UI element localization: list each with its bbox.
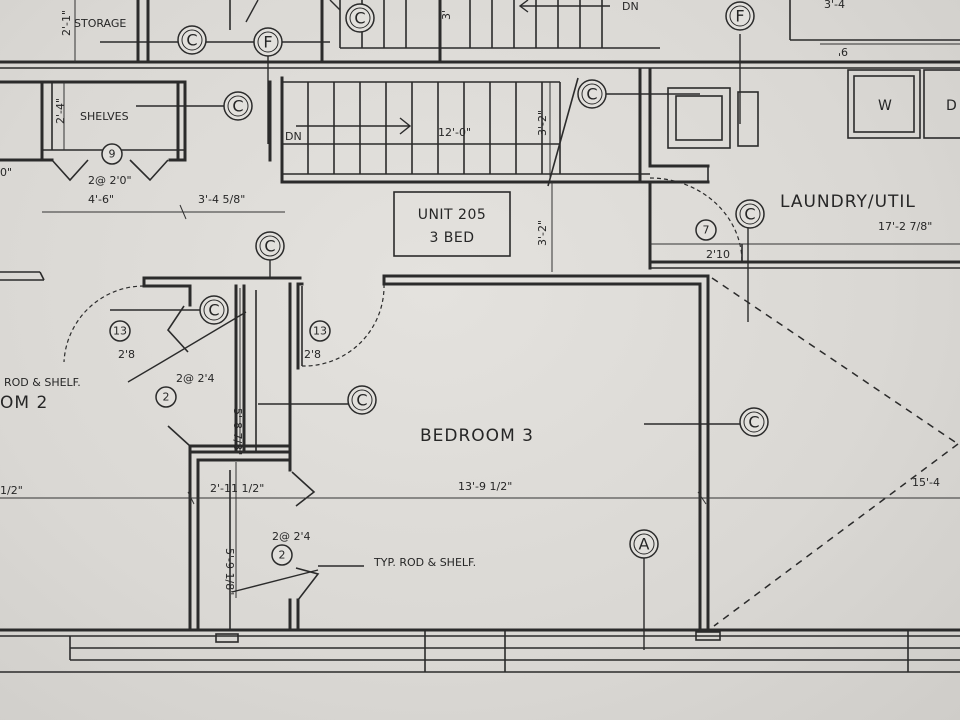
dim-door-closet2: 2@ 2'4	[272, 530, 311, 543]
dim-right-small: 9'	[838, 45, 848, 58]
tag-c-top: C	[345, 3, 375, 33]
room-name-laundry: LAUNDRY/UTIL	[780, 192, 916, 212]
svg-text:C: C	[354, 9, 365, 28]
dim-closet-vertical: 5'-8 7/8"	[231, 408, 244, 455]
svg-text:A: A	[639, 535, 650, 554]
leader-lines	[100, 0, 749, 650]
dim-closet-lower-vertical: 5'-9 1/8"	[223, 548, 236, 595]
dim-shelves-width: 4'-6"	[88, 193, 114, 206]
svg-text:13: 13	[313, 325, 327, 338]
rod-shelf-note: ROD & SHELF.	[4, 376, 81, 389]
tag-f-left: F	[253, 27, 283, 57]
dim-left-edge: 0"	[0, 166, 12, 179]
laundry-walls	[648, 177, 960, 270]
svg-text:7: 7	[703, 224, 710, 237]
dim-top-partial: 3'	[440, 10, 453, 20]
dimension-lines	[0, 0, 960, 598]
dim-closet-upper: 3'-4 5/8"	[198, 193, 245, 206]
washer-label: W	[878, 98, 892, 114]
bottom-wall-band	[0, 628, 960, 673]
svg-text:C: C	[264, 237, 275, 256]
dim-door-closet1: 2@ 2'4	[176, 372, 215, 385]
dim-door-7: 2'10	[706, 248, 730, 261]
tag-c-laundry: C	[735, 199, 765, 229]
tag-c-closet-left: C	[199, 295, 229, 325]
door-tag-7: 7	[695, 219, 717, 241]
dim-door-13-right: 2'8	[304, 348, 321, 361]
top-stair	[339, 0, 660, 49]
dim-right-partial: 15'-4	[912, 476, 940, 489]
main-stair	[280, 68, 710, 187]
door-tag-9: 9	[101, 143, 123, 165]
svg-text:13: 13	[113, 325, 127, 338]
dim-laundry-width: 17'-2 7/8"	[878, 220, 932, 233]
svg-text:C: C	[186, 31, 197, 50]
unit-bed-count: 3 BED	[429, 230, 474, 246]
dim-bedroom-width: 13'-9 1/2"	[458, 480, 512, 493]
dim-storage-height: 2'-1"	[60, 10, 73, 36]
top-wall-band	[0, 0, 960, 69]
dim-door-shelves: 2@ 2'0"	[88, 174, 132, 187]
dim-stair-run: 12'-0"	[438, 126, 471, 139]
top-stair-dn-label: DN	[622, 0, 639, 13]
dim-shelves-height: 2'-4"	[54, 98, 67, 124]
door-tag-2-lower: 2	[271, 544, 293, 566]
tag-c-stair: C	[577, 79, 607, 109]
door-tag-13-right: 13	[309, 320, 331, 342]
svg-text:2: 2	[163, 391, 170, 404]
shelves-label: SHELVES	[80, 110, 129, 123]
svg-text:C: C	[748, 413, 759, 432]
stair-dn-label: DN	[285, 130, 302, 143]
unit-label-box	[393, 191, 511, 257]
shelves-closet	[0, 80, 272, 182]
svg-text:C: C	[208, 301, 219, 320]
tag-c-closet-mid: C	[347, 385, 377, 415]
svg-text:C: C	[744, 205, 755, 224]
typ-rod-shelf-note: TYP. ROD & SHELF.	[373, 556, 476, 569]
door-tag-2-upper: 2	[155, 386, 177, 408]
svg-text:9: 9	[109, 148, 116, 161]
upper-right-fixtures	[667, 69, 960, 149]
svg-text:C: C	[356, 391, 367, 410]
dim-closet-lower-width: 2'-11 1/2"	[210, 482, 264, 495]
tag-c-bedroom: C	[739, 407, 769, 437]
dim-door-13-left: 2'8	[118, 348, 135, 361]
tag-c-shelves: C	[223, 91, 253, 121]
svg-text:F: F	[735, 7, 744, 26]
room-name-bedroom3: BEDROOM 3	[420, 426, 534, 446]
tag-c-top-left: C	[177, 25, 207, 55]
dim-landing: 3'-2"	[536, 220, 549, 246]
storage-label: STORAGE	[74, 17, 126, 30]
door-tag-13-left: 13	[109, 320, 131, 342]
dim-stair-height: 3'-2"	[536, 110, 549, 136]
closet-walls	[0, 271, 385, 632]
tag-a-bedroom: A	[629, 529, 659, 559]
dryer-label: D	[946, 98, 957, 114]
dim-left-partial: 1/2"	[0, 484, 23, 497]
room-name-bedroom2: OM 2	[0, 393, 48, 413]
svg-text:C: C	[586, 85, 597, 104]
svg-text:F: F	[263, 33, 272, 52]
tag-f-right: F	[725, 1, 755, 31]
unit-number: UNIT 205	[418, 207, 487, 223]
svg-text:2: 2	[279, 549, 286, 562]
tag-c-closet-top: C	[255, 231, 285, 261]
svg-text:C: C	[232, 97, 243, 116]
bedroom3-walls	[382, 274, 959, 632]
dim-top-right: 3'-4	[824, 0, 845, 11]
